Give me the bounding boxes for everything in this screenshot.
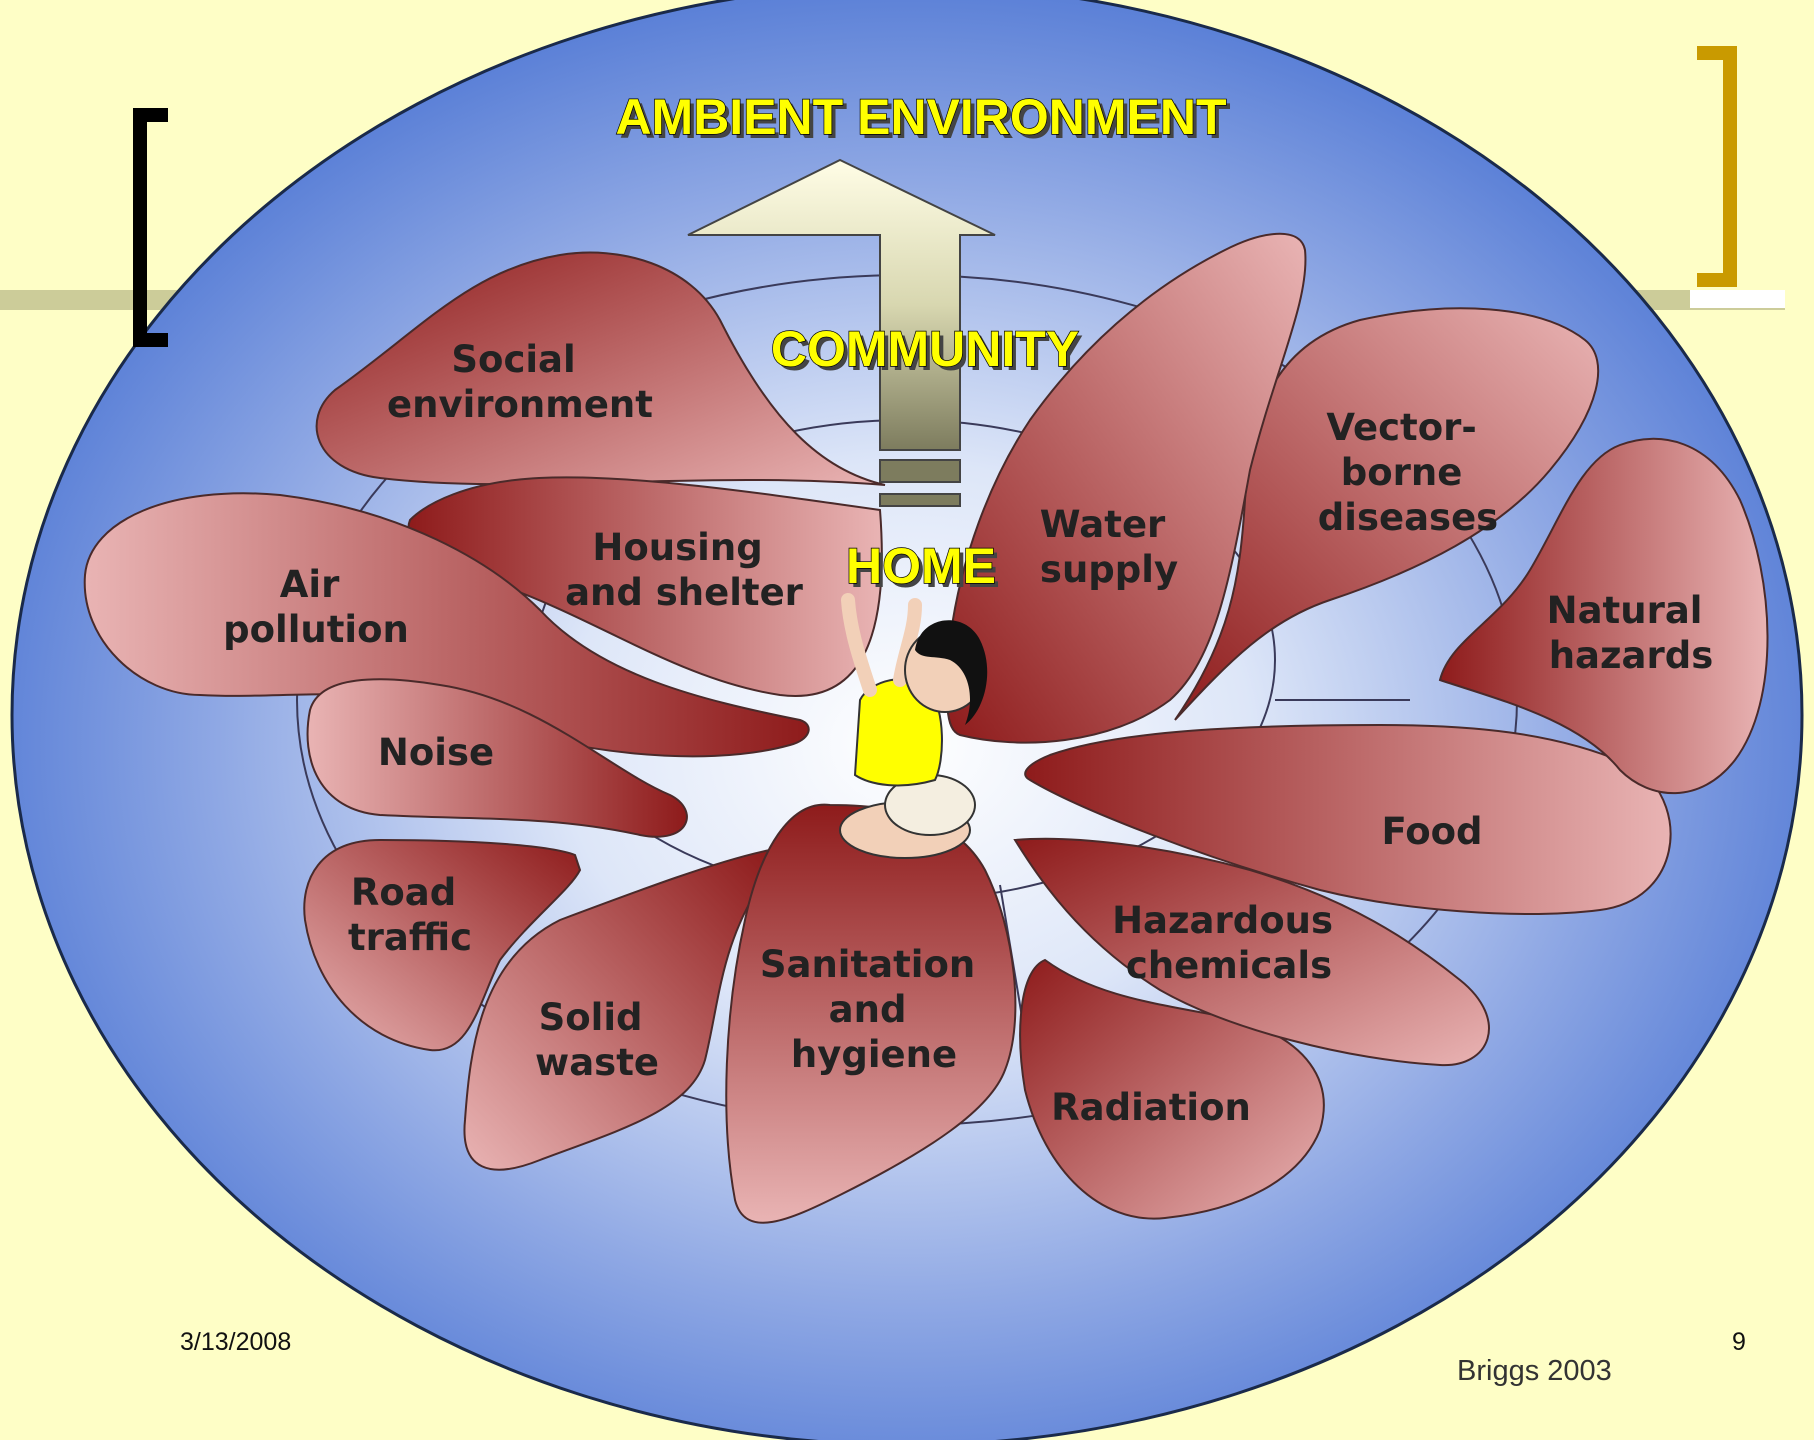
factor-labels: Social environment Housing and shelter A… xyxy=(223,338,1716,1129)
petal-sanitation-and-hygiene xyxy=(725,803,1017,1224)
label-hazardous-chemicals: Hazardous chemicals xyxy=(1112,899,1346,987)
slide-date: 3/13/2008 xyxy=(180,1328,292,1356)
petal-natural-hazards xyxy=(1438,437,1769,795)
label-water-supply: Water supply xyxy=(1040,503,1178,591)
source-credit: Briggs 2003 xyxy=(1457,1355,1612,1387)
label-social-environment: Social environment xyxy=(387,338,653,426)
petal-hazardous-chemicals xyxy=(1013,837,1490,1067)
label-vector-borne-diseases: Vector- borne diseases xyxy=(1318,406,1498,539)
label-sanitation-and-hygiene: Sanitation and hygiene xyxy=(760,943,988,1076)
home-label: HOME xyxy=(846,538,996,594)
header-bar-highlight xyxy=(1690,290,1785,308)
label-radiation: Radiation xyxy=(1051,1086,1251,1129)
petal-road-traffic xyxy=(303,838,582,1052)
community-label: COMMUNITY xyxy=(771,321,1079,377)
label-housing-and-shelter: Housing and shelter xyxy=(565,526,804,614)
upward-arrow xyxy=(687,158,996,507)
petal-noise xyxy=(306,678,688,838)
label-natural-hazards: Natural hazards xyxy=(1547,589,1716,677)
petal-solid-waste xyxy=(463,848,771,1171)
label-noise: Noise xyxy=(378,731,494,774)
ambient-label-shadow: AMBIENT ENVIRONMENT xyxy=(619,93,1230,149)
community-label-shadow: COMMUNITY xyxy=(775,325,1083,381)
petal-water-supply xyxy=(946,232,1307,744)
label-solid-waste: Solid waste xyxy=(535,996,659,1084)
right-bracket xyxy=(1697,46,1737,287)
label-air-pollution: Air pollution xyxy=(223,563,409,651)
petal-air-pollution xyxy=(83,492,810,758)
home-label-shadow: HOME xyxy=(850,542,1000,598)
slide-number: 9 xyxy=(1732,1328,1746,1356)
child-figure xyxy=(839,593,988,859)
label-road-traffic: Road traffic xyxy=(348,871,472,959)
label-food: Food xyxy=(1381,810,1482,853)
ambient-environment-label: AMBIENT ENVIRONMENT xyxy=(615,89,1226,145)
left-bracket xyxy=(133,108,168,347)
